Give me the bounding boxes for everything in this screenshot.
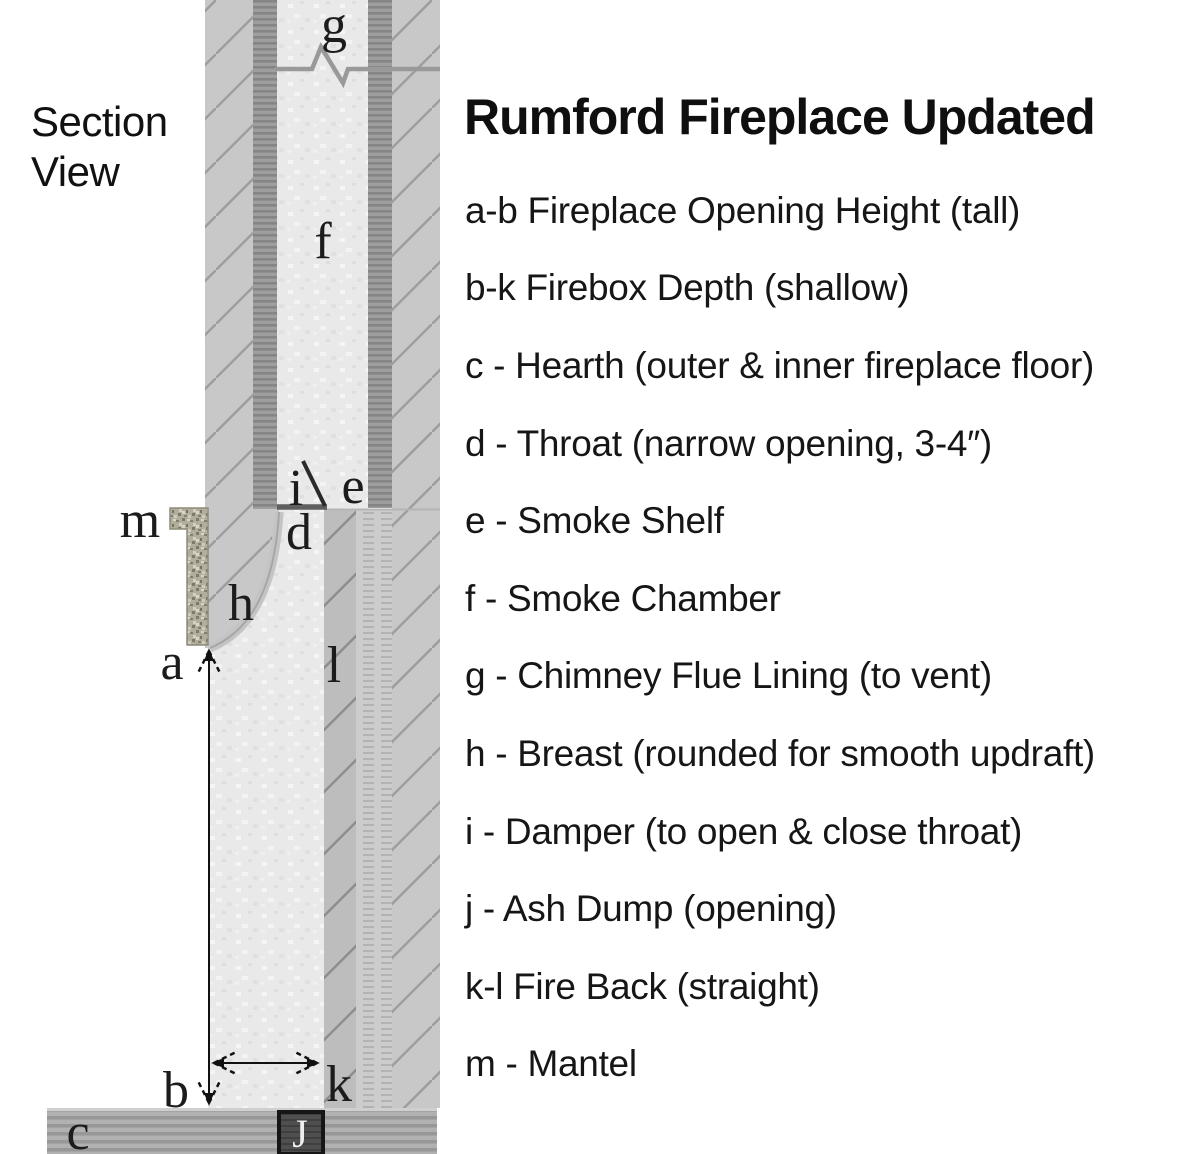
label-b: b [163,1062,189,1119]
legend-title: Rumford Fireplace Updated [464,89,1096,145]
block-band [356,509,392,1108]
label-m: m [120,492,160,549]
label-h: h [228,575,254,632]
fireplace-section-diagram: g f i e d m h a l b k c J [47,0,440,1154]
label-l: l [327,637,341,694]
legend-item-bk: b-k Firebox Depth (shallow) [465,267,910,309]
masonry-left-column [205,0,253,505]
mantel [169,507,209,646]
section-view-line2: View [31,148,120,195]
flue-lining-right [368,0,392,508]
fire-back [324,509,356,1108]
label-e: e [341,458,364,515]
legend-item-e: e - Smoke Shelf [465,500,724,542]
legend-item-j: j - Ash Dump (opening) [465,888,837,930]
hearth-top-highlight [47,1108,437,1111]
section-view-line1: Section [31,98,168,145]
label-f: f [314,213,332,270]
measure-line-b-k [211,1049,320,1077]
label-j-ash-dump: J [292,1111,308,1154]
masonry-right-upper [392,0,440,510]
label-i: i [289,460,303,517]
breast-curve-edge [209,511,280,649]
label-d: d [286,504,312,561]
damper-plate [301,460,327,507]
measure-line-a-b [195,648,223,1106]
label-g: g [321,0,347,54]
legend-item-h: h - Breast (rounded for smooth updraft) [465,732,1095,774]
label-c: c [66,1104,89,1154]
legend-item-c: c - Hearth (outer & inner fireplace floo… [465,344,1094,386]
legend-item-f: f - Smoke Chamber [465,577,781,619]
legend-item-d: d - Throat (narrow opening, 3-4″) [465,422,992,464]
flue-lining-left [253,0,277,509]
section-view-caption: Section View [31,97,168,197]
hearth [47,1108,437,1154]
ash-dump-box [277,1110,325,1154]
legend-item-kl: k-l Fire Back (straight) [465,965,820,1007]
label-k: k [326,1056,352,1113]
flue-break-line [275,42,440,89]
legend-item-ab: a-b Fireplace Opening Height (tall) [465,189,1021,231]
legend-item-g: g - Chimney Flue Lining (to vent) [465,655,992,697]
legend-item-m: m - Mantel [465,1043,637,1085]
smoke-chamber-interior [277,0,368,511]
legend-list: a-b Fireplace Opening Height (tall) b-k … [465,172,1195,1103]
label-a: a [160,634,183,691]
legend-item-i: i - Damper (to open & close throat) [465,810,1023,852]
masonry-right-lower [392,509,440,1108]
breast-masonry [205,505,279,648]
